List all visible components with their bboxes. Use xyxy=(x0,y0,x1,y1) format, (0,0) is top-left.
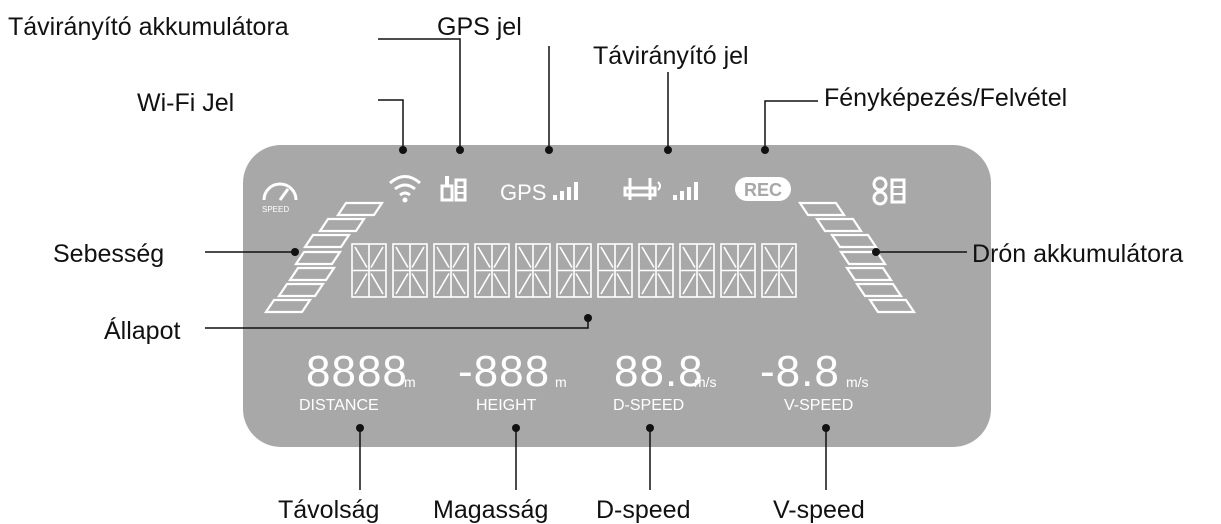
speed-bar xyxy=(276,282,326,298)
status-segment-cell xyxy=(556,243,592,298)
height-unit: m xyxy=(555,374,567,390)
drone-battery-bar-group xyxy=(797,201,917,314)
drone-battery-icon xyxy=(872,176,906,206)
leader-photo-video xyxy=(764,100,818,150)
speed-bar-group xyxy=(263,201,385,314)
speed-bar xyxy=(263,298,313,314)
status-segment-cell xyxy=(433,243,469,298)
v-speed-readout: -8.8 m/s V-SPEED xyxy=(760,347,869,414)
label-d-speed: D-speed xyxy=(596,496,691,524)
status-segment-cell xyxy=(392,243,428,298)
status-segment-cell xyxy=(597,243,633,298)
drone-battery-bar xyxy=(854,282,904,298)
status-segment-display xyxy=(351,243,797,298)
speed-bar xyxy=(293,250,343,266)
height-digits: -888 xyxy=(458,347,550,396)
leader-remote-battery xyxy=(378,38,461,150)
remote-signal-icon xyxy=(623,178,698,200)
label-remote-signal: Távirányító jel xyxy=(593,42,749,70)
label-wifi-signal: Wi-Fi Jel xyxy=(137,89,234,117)
height-readout: -888 m HEIGHT xyxy=(458,347,567,414)
status-segment-cell xyxy=(351,243,387,298)
v-speed-digits: -8.8 xyxy=(760,347,840,396)
status-segment-cell xyxy=(515,243,551,298)
status-segment-cell xyxy=(720,243,756,298)
distance-label: DISTANCE xyxy=(299,397,379,414)
status-segment-cell xyxy=(474,243,510,298)
d-speed-readout: 88.8 m/s D-SPEED xyxy=(613,347,717,414)
distance-digits: 8888 xyxy=(306,347,408,396)
lcd-panel xyxy=(243,145,991,447)
distance-unit: m xyxy=(404,374,416,390)
drone-battery-bar xyxy=(844,266,894,282)
drone-battery-bar xyxy=(867,298,917,314)
speed-icon: SPEED xyxy=(262,182,298,214)
status-segment-cell xyxy=(679,243,715,298)
label-distance: Távolság xyxy=(278,496,379,524)
drone-battery-bar xyxy=(838,250,888,266)
wifi-icon xyxy=(389,175,421,203)
d-speed-digits: 88.8 xyxy=(614,347,704,396)
remote-battery-icon xyxy=(440,176,467,202)
gps-signal-icon: GPS xyxy=(500,180,578,205)
label-speed: Sebesség xyxy=(53,240,164,268)
v-speed-unit: m/s xyxy=(846,374,869,390)
d-speed-label: D-SPEED xyxy=(613,397,684,414)
rec-label: REC xyxy=(744,180,782,200)
speed-bar xyxy=(302,233,352,249)
v-speed-label: V-SPEED xyxy=(784,397,853,414)
speed-bar xyxy=(335,201,385,217)
speed-icon-label: SPEED xyxy=(262,205,289,214)
d-speed-unit: m/s xyxy=(694,374,717,390)
label-v-speed: V-speed xyxy=(773,496,865,524)
leader-wifi xyxy=(378,99,404,150)
label-status: Állapot xyxy=(104,316,180,345)
rec-icon: REC xyxy=(735,177,791,201)
leader-dots xyxy=(291,146,880,432)
drone-battery-bar xyxy=(797,201,847,217)
label-drone-battery: Drón akkumulátora xyxy=(972,240,1183,268)
label-remote-battery: Távirányító akkumulátora xyxy=(8,13,289,41)
drone-battery-bar xyxy=(829,233,879,249)
height-label: HEIGHT xyxy=(476,397,537,414)
distance-readout: 8888 m DISTANCE xyxy=(299,347,416,414)
gps-label: GPS xyxy=(500,180,546,205)
label-photo-video: Fényképezés/Felvétel xyxy=(824,84,1067,112)
speed-bar xyxy=(287,266,337,282)
status-segment-cell xyxy=(761,243,797,298)
speed-bar xyxy=(317,217,367,233)
label-height: Magasság xyxy=(433,496,548,524)
drone-battery-bar xyxy=(814,217,864,233)
label-gps-signal: GPS jel xyxy=(437,13,522,41)
status-segment-cell xyxy=(638,243,674,298)
